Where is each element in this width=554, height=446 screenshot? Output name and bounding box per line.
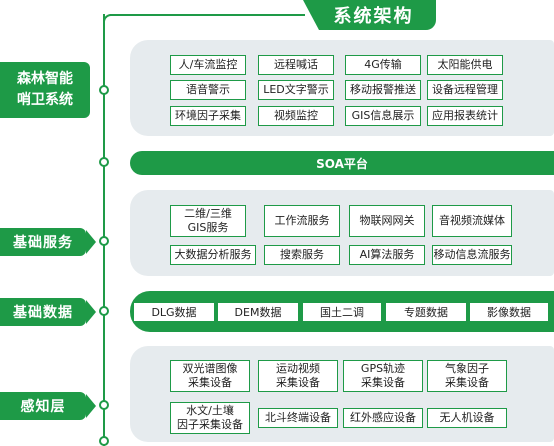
data-item: DLG数据 [134, 303, 214, 321]
timeline-node-data [99, 306, 109, 316]
perception-item: 双光谱图像 采集设备 [170, 360, 250, 392]
service-item: 音视频流媒体 [432, 205, 512, 237]
layer-label-data: 基础数据 [0, 298, 86, 326]
timeline-node-perception [99, 400, 109, 410]
timeline-node-soa [99, 157, 109, 167]
service-item: 工作流服务 [264, 205, 340, 237]
data-item: 专题数据 [386, 303, 466, 321]
monitoring-item: GIS信息展示 [345, 106, 421, 126]
title-connector-line [110, 14, 305, 16]
data-item: DEM数据 [218, 303, 298, 321]
perception-item: 北斗终端设备 [258, 408, 338, 428]
service-item: AI算法服务 [349, 245, 425, 265]
monitoring-item: 人/车流监控 [170, 55, 246, 75]
label-text: 基础服务 [13, 235, 73, 251]
timeline-node-end [99, 436, 109, 446]
label-line: 森林智能 [17, 71, 73, 87]
title-tab: 系统架构 [303, 0, 436, 30]
timeline-corner [103, 14, 113, 24]
service-item: 大数据分析服务 [170, 245, 256, 265]
soa-platform-bar: SOA平台 [130, 151, 554, 175]
monitoring-item: 环境因子采集 [170, 106, 246, 126]
data-item: 影像数据 [470, 303, 548, 321]
timeline-node-monitoring [99, 85, 109, 95]
service-item: 二维/三维 GIS服务 [170, 205, 246, 237]
soa-label: SOA平台 [316, 156, 368, 171]
service-item: 物联网网关 [349, 205, 425, 237]
data-item: 国土二调 [303, 303, 381, 321]
label-text: 基础数据 [13, 305, 73, 321]
timeline-node-services [99, 236, 109, 246]
layer-label-services: 基础服务 [0, 228, 86, 256]
perception-item: 运动视频 采集设备 [258, 360, 338, 392]
layer-label-perception: 感知层 [0, 392, 86, 420]
perception-item: 水文/土壤 因子采集设备 [170, 402, 250, 434]
monitoring-item: 设备远程管理 [427, 80, 503, 100]
monitoring-item: 视频监控 [258, 106, 334, 126]
perception-item: GPS轨迹 采集设备 [343, 360, 423, 392]
layer-label-monitoring: 森林智能 哨卫系统 [0, 62, 90, 118]
data-arrow-tip [86, 300, 96, 324]
perception-item: 红外感应设备 [343, 408, 423, 428]
monitoring-item: LED文字警示 [258, 80, 334, 100]
monitoring-item: 应用报表统计 [427, 106, 503, 126]
perception-item: 气象因子 采集设备 [427, 360, 507, 392]
label-text: 感知层 [20, 399, 66, 415]
service-item: 搜索服务 [264, 245, 340, 265]
monitoring-item: 4G传输 [345, 55, 421, 75]
diagram-title: 系统架构 [333, 6, 414, 27]
monitoring-item: 语音警示 [170, 80, 246, 100]
service-item: 移动信息流服务 [432, 245, 512, 265]
label-line: 哨卫系统 [17, 92, 73, 108]
services-arrow-tip [86, 230, 96, 254]
monitoring-item: 移动报警推送 [345, 80, 421, 100]
monitoring-item: 远程喊话 [258, 55, 334, 75]
timeline-line [103, 14, 105, 446]
monitoring-item: 太阳能供电 [427, 55, 503, 75]
perception-item: 无人机设备 [427, 408, 507, 428]
perception-arrow-tip [86, 394, 96, 418]
